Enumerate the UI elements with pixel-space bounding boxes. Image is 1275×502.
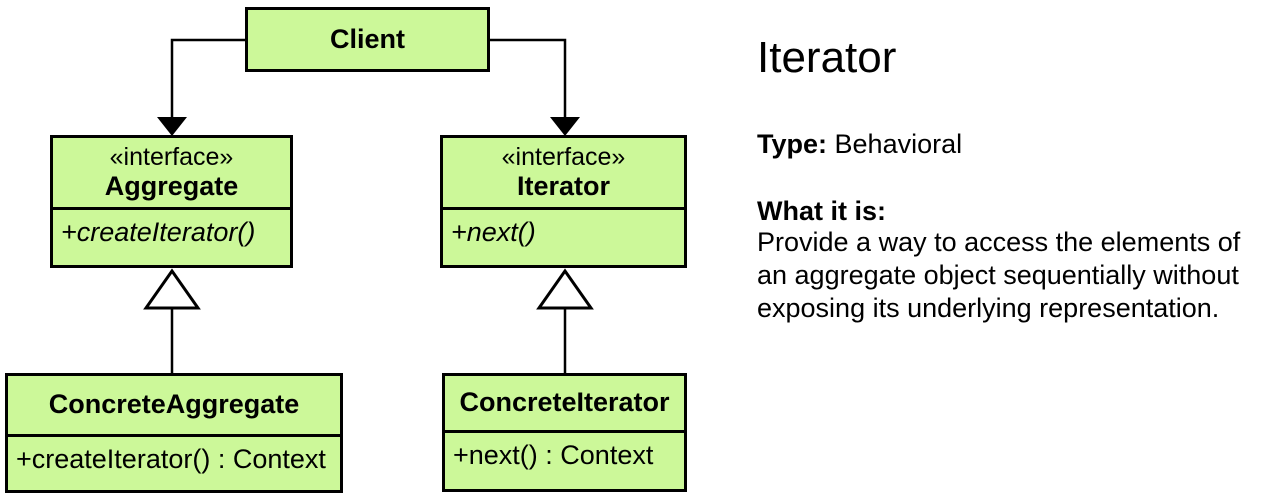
iterator-stereotype-label: «interface»: [501, 142, 626, 171]
concrete-aggregate-name-section: ConcreteAggregate: [8, 376, 340, 437]
iterator-name-section: «interface» Iterator: [443, 138, 684, 210]
aggregate-method-label: +createIterator(): [61, 217, 256, 247]
pattern-description: Provide a way to access the elements of …: [757, 227, 1241, 323]
concrete-iterator-class-name: ConcreteIterator: [459, 387, 670, 418]
concrete-aggregate-class-box: ConcreteAggregate +createIterator() : Co…: [5, 373, 343, 493]
aggregate-name-section: «interface» Aggregate: [53, 138, 290, 210]
connector-layer: [143, 38, 594, 374]
pattern-type-label: Type:: [757, 129, 828, 159]
iterator-interface-box: «interface» Iterator +next(): [440, 135, 687, 268]
what-it-is-label: What it is:: [757, 196, 886, 226]
aggregate-stereotype-label: «interface»: [109, 142, 234, 171]
concrete-iterator-name-section: ConcreteIterator: [445, 376, 684, 433]
iterator-method-label: +next(): [451, 217, 536, 247]
generalization-triangle-iterator: [536, 268, 594, 310]
aggregate-class-name: Aggregate: [104, 171, 239, 202]
association-line-client-aggregate: [170, 38, 245, 119]
concrete-aggregate-class-name: ConcreteAggregate: [48, 389, 300, 420]
pattern-title: Iterator: [757, 33, 897, 82]
aggregate-interface-box: «interface» Aggregate +createIterator(): [50, 135, 293, 268]
concrete-iterator-class-box: ConcreteIterator +next() : Context: [442, 373, 687, 492]
association-line-client-iterator: [490, 38, 567, 119]
pattern-type-line: Type: Behavioral: [757, 128, 962, 160]
iterator-class-name: Iterator: [516, 171, 611, 202]
association-arrowhead-iterator: [550, 117, 580, 136]
client-class-name: Client: [329, 23, 405, 54]
association-arrowhead-aggregate: [157, 117, 187, 136]
generalization-triangle-aggregate: [143, 268, 201, 310]
concrete-aggregate-method-label: +createIterator() : Context: [16, 444, 326, 474]
pattern-type-value: Behavioral: [834, 129, 963, 159]
concrete-iterator-method-label: +next() : Context: [453, 440, 654, 470]
client-class-box: Client: [245, 7, 490, 72]
